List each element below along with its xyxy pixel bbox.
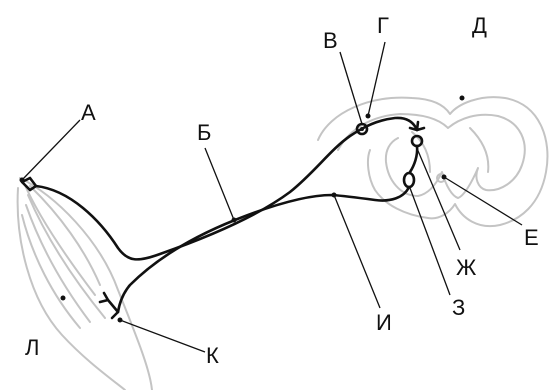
label-v: В: [323, 28, 338, 53]
reflex-arc: [20, 116, 426, 320]
labels: А Б В Г Д Е Ж З И К Л: [25, 13, 539, 368]
label-d: Д: [472, 13, 487, 38]
muscle: [16, 177, 153, 390]
label-z: З: [452, 295, 465, 320]
label-e: Е: [524, 225, 539, 250]
leaders: [19, 41, 523, 353]
label-a: А: [81, 100, 96, 125]
label-b: Б: [197, 120, 211, 145]
label-g: Г: [377, 13, 389, 38]
label-zh: Ж: [456, 255, 477, 280]
label-i: И: [376, 310, 392, 335]
spinal-cord: [317, 96, 549, 228]
label-l: Л: [25, 335, 39, 360]
label-k: К: [206, 343, 219, 368]
